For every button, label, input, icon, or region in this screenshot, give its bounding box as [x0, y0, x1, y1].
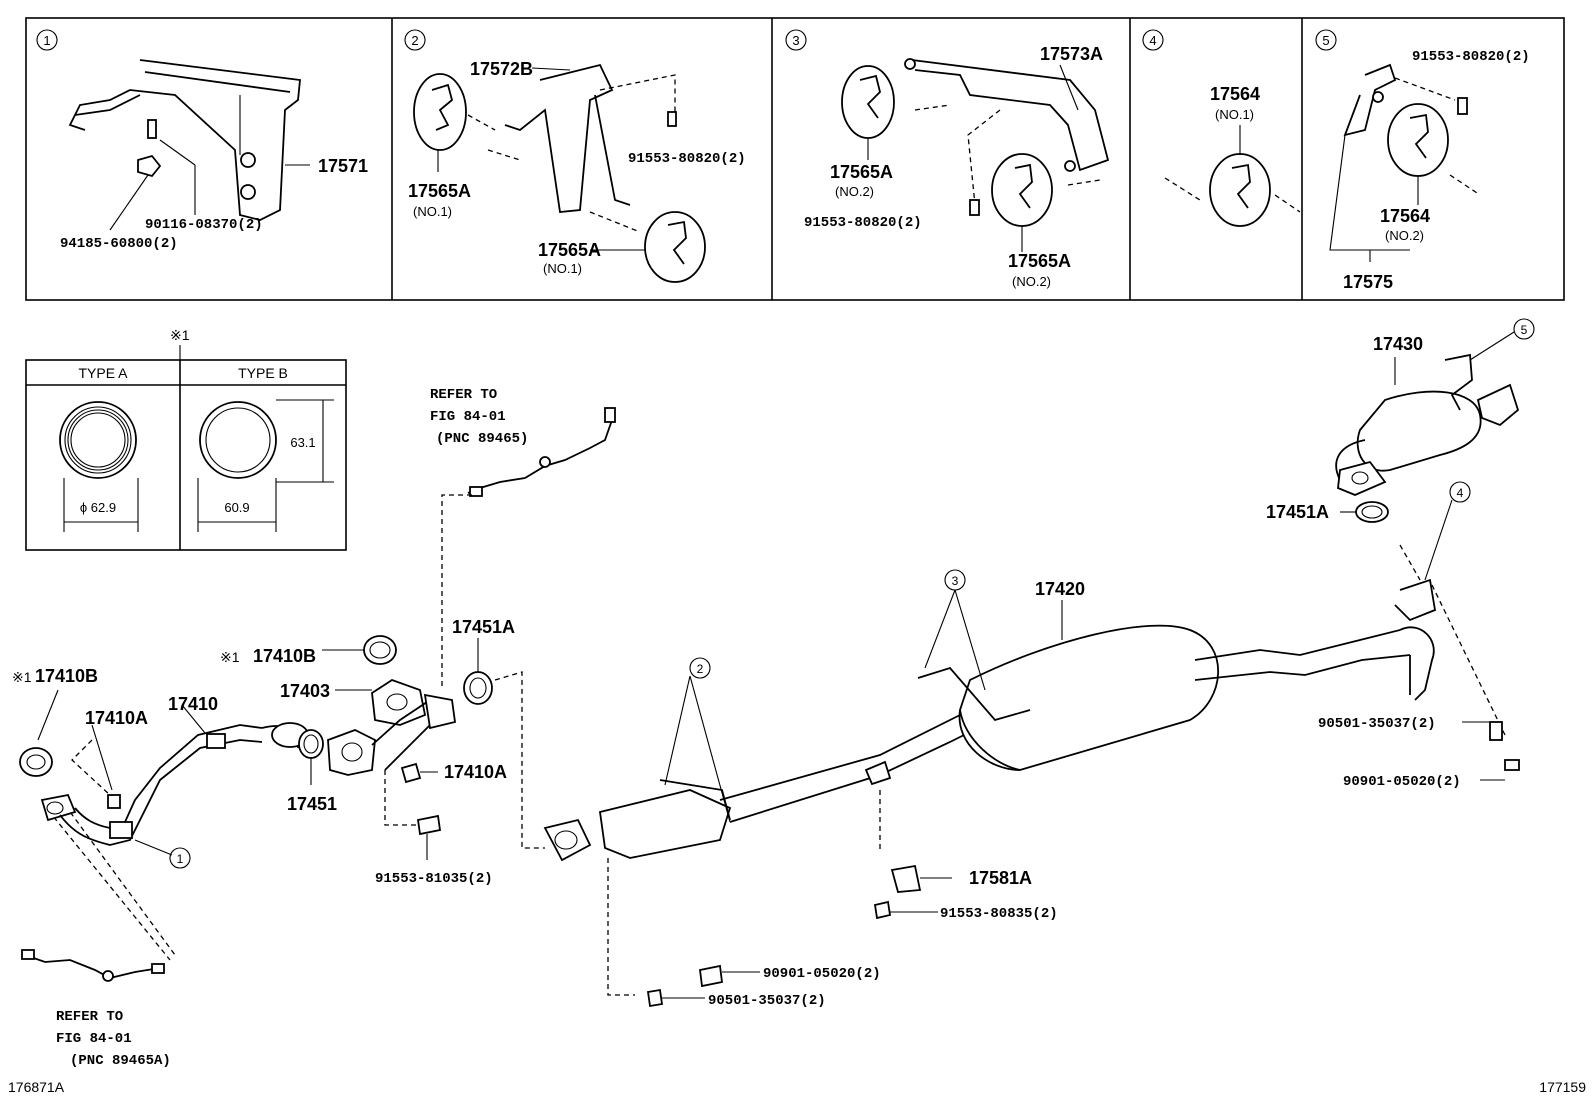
inset2-parts — [413, 63, 706, 283]
label-91553-80820-inset3: 91553-80820(2) — [804, 215, 922, 231]
inset-number-5: 5 — [1315, 29, 1337, 51]
label-17564-a: 17564 — [1210, 84, 1260, 104]
label-17410: 17410 — [168, 694, 218, 714]
label-90501-35037-bottom: 90501-35037(2) — [708, 993, 826, 1009]
type-table: ※1 TYPE A TYPE B ϕ 62.9 60.9 63.1 — [25, 327, 347, 551]
label-no2-a: (NO.2) — [835, 184, 874, 199]
refer-top: REFER TO FIG 84-01 (PNC 89465) — [430, 387, 616, 690]
svg-text:63.1: 63.1 — [290, 435, 315, 450]
figure-id-left: 176871A — [8, 1079, 65, 1095]
label-17575: 17575 — [1343, 272, 1393, 292]
label-17572B: 17572B — [470, 59, 533, 79]
note-mark-left: ※1 — [12, 669, 32, 685]
label-no2-b: (NO.2) — [1012, 274, 1051, 289]
svg-text:(PNC 89465): (PNC 89465) — [436, 431, 528, 447]
svg-text:(PNC 89465A): (PNC 89465A) — [70, 1053, 171, 1069]
callout-5: 5 — [1513, 318, 1535, 340]
inset4-parts — [1164, 125, 1301, 227]
label-17451: 17451 — [287, 794, 337, 814]
svg-text:5: 5 — [1521, 323, 1528, 337]
label-94185-60800: 94185-60800(2) — [60, 236, 178, 252]
svg-text:ϕ 62.9: ϕ 62.9 — [80, 500, 116, 515]
svg-text:2: 2 — [697, 662, 704, 676]
svg-text:1: 1 — [177, 852, 184, 866]
svg-text:FIG 84-01: FIG 84-01 — [430, 409, 506, 425]
svg-text:5: 5 — [1322, 33, 1329, 48]
label-90501-35037-right: 90501-35037(2) — [1318, 716, 1436, 732]
svg-text:60.9: 60.9 — [224, 500, 249, 515]
label-90901-05020-bottom: 90901-05020(2) — [763, 966, 881, 982]
refer-bottom: REFER TO FIG 84-01 (PNC 89465A) — [21, 804, 176, 1069]
label-no2-c: (NO.2) — [1385, 228, 1424, 243]
label-17410B-left: 17410B — [35, 666, 98, 686]
callout-4: 4 — [1424, 481, 1471, 581]
inset-number-4: 4 — [1142, 29, 1164, 51]
label-91553-80835: 91553-80835(2) — [940, 906, 1058, 922]
svg-text:3: 3 — [792, 33, 799, 48]
inset3-parts — [841, 58, 1110, 252]
inset-number-3: 3 — [785, 29, 807, 51]
label-91553-80820-inset5: 91553-80820(2) — [1412, 49, 1530, 65]
label-17565A-d: 17565A — [1008, 251, 1071, 271]
muffler-17420 — [917, 544, 1520, 771]
label-no1-c: (NO.1) — [1215, 107, 1254, 122]
callout-3: 3 — [944, 569, 966, 591]
label-91553-80820-inset2: 91553-80820(2) — [628, 151, 746, 167]
label-17410B-mid: 17410B — [253, 646, 316, 666]
inset1-bracket — [68, 59, 310, 231]
tail-pipe-17430 — [1335, 331, 1520, 523]
svg-text:3: 3 — [952, 574, 959, 588]
svg-text:4: 4 — [1457, 486, 1464, 500]
svg-text:REFER TO: REFER TO — [56, 1009, 123, 1025]
inset-number-2: 2 — [404, 29, 426, 51]
inset-frame — [25, 17, 1565, 301]
figure-id-right: 177159 — [1539, 1079, 1586, 1095]
label-17581A: 17581A — [969, 868, 1032, 888]
svg-text:1: 1 — [43, 33, 50, 48]
label-17403: 17403 — [280, 681, 330, 701]
callout-1: 1 — [134, 839, 191, 869]
label-17410A-mid: 17410A — [444, 762, 507, 782]
svg-text:※1: ※1 — [170, 327, 190, 343]
svg-text:4: 4 — [1149, 33, 1156, 48]
label-17565A-c: 17565A — [830, 162, 893, 182]
label-17410A-left: 17410A — [85, 708, 148, 728]
svg-text:FIG 84-01: FIG 84-01 — [56, 1031, 132, 1047]
hanger-parts — [646, 721, 1505, 1008]
callout-2: 2 — [689, 657, 711, 679]
svg-text:TYPE B: TYPE B — [238, 365, 288, 381]
label-no1-b: (NO.1) — [543, 261, 582, 276]
label-17565A-b: 17565A — [538, 240, 601, 260]
label-17573A: 17573A — [1040, 44, 1103, 64]
label-17565A-a: 17565A — [408, 181, 471, 201]
inset-number-1: 1 — [36, 29, 58, 51]
label-91553-81035: 91553-81035(2) — [375, 871, 493, 887]
front-pipe-17410 — [19, 689, 309, 846]
label-17451A-mid: 17451A — [452, 617, 515, 637]
svg-text:TYPE A: TYPE A — [78, 365, 128, 381]
label-17430: 17430 — [1373, 334, 1423, 354]
svg-text:REFER TO: REFER TO — [430, 387, 497, 403]
label-17571: 17571 — [318, 156, 368, 176]
label-90116-08370: 90116-08370(2) — [145, 217, 263, 233]
label-17451A-right: 17451A — [1266, 502, 1329, 522]
pipe-17403 — [298, 635, 545, 860]
inset5-parts — [1329, 63, 1481, 262]
label-17564-b: 17564 — [1380, 206, 1430, 226]
center-pipe — [543, 675, 991, 996]
note-mark-mid: ※1 — [220, 649, 240, 665]
label-90901-05020-right: 90901-05020(2) — [1343, 774, 1461, 790]
label-no1-a: (NO.1) — [413, 204, 452, 219]
svg-text:2: 2 — [411, 33, 418, 48]
label-17420: 17420 — [1035, 579, 1085, 599]
